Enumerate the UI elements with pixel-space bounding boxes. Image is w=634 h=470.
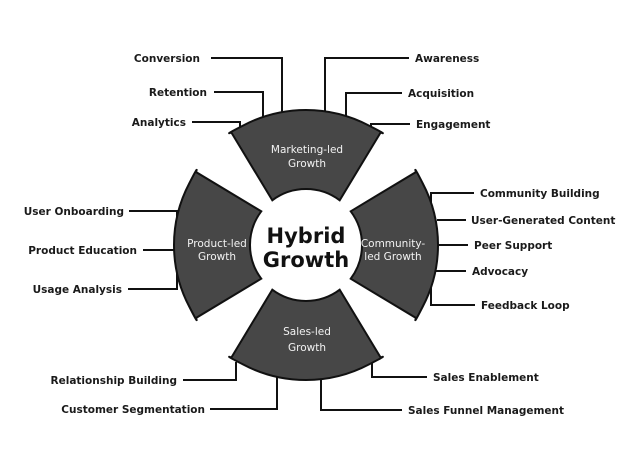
leaf-usage-analysis: Usage Analysis	[33, 284, 122, 296]
petal-product-led-growth	[172, 168, 263, 322]
center-circle	[260, 199, 352, 291]
connector-retention	[214, 91, 264, 124]
product-label-line1: Product-led	[187, 238, 247, 250]
leaf-sales-enablement: Sales Enablement	[433, 372, 539, 384]
sales-label-line2: Growth	[288, 342, 326, 354]
petal-community-led-growth	[349, 168, 440, 322]
community-label-line1: Community-	[361, 238, 426, 250]
leaf-sales-funnel-management: Sales Funnel Management	[408, 405, 564, 417]
center-label-line2: Growth	[263, 248, 349, 272]
sales-label-line1: Sales-led	[283, 326, 331, 338]
product-label-line2: Growth	[198, 251, 236, 263]
leaf-customer-segmentation: Customer Segmentation	[61, 404, 205, 416]
connector-conversion	[211, 57, 283, 118]
connector-relationship-building	[183, 362, 237, 381]
connector-awareness	[324, 57, 409, 118]
marketing-label-line1: Marketing-led	[271, 144, 343, 156]
community-label-line2: led Growth	[364, 251, 421, 263]
leaf-product-education: Product Education	[28, 245, 137, 257]
leaf-user-onboarding: User Onboarding	[24, 206, 124, 218]
petal-marketing-led-growth	[228, 109, 384, 202]
leaf-engagement: Engagement	[416, 119, 490, 131]
leaf-awareness: Awareness	[415, 53, 479, 65]
connectors-sales	[183, 362, 427, 411]
leaf-conversion: Conversion	[134, 53, 200, 65]
leaf-acquisition: Acquisition	[408, 88, 474, 100]
connectors-marketing	[192, 57, 410, 134]
leaf-relationship-building: Relationship Building	[51, 375, 177, 387]
leaf-feedback-loop: Feedback Loop	[481, 300, 570, 312]
connector-acquisition	[345, 92, 402, 122]
marketing-label-line2: Growth	[288, 158, 326, 170]
connector-customer-segmentation	[210, 376, 278, 410]
leaf-analytics: Analytics	[132, 117, 186, 129]
center-label-line1: Hybrid	[267, 224, 346, 248]
connector-sales-enablement	[371, 362, 427, 378]
petal-sales-led-growth	[228, 288, 384, 381]
leaf-community-building: Community Building	[480, 188, 600, 200]
leaf-retention: Retention	[149, 87, 207, 99]
leaf-user-generated-content: User-Generated Content	[471, 215, 615, 227]
connector-sales-funnel-management	[320, 378, 402, 411]
leaf-advocacy: Advocacy	[472, 266, 528, 278]
leaf-peer-support: Peer Support	[474, 240, 552, 252]
